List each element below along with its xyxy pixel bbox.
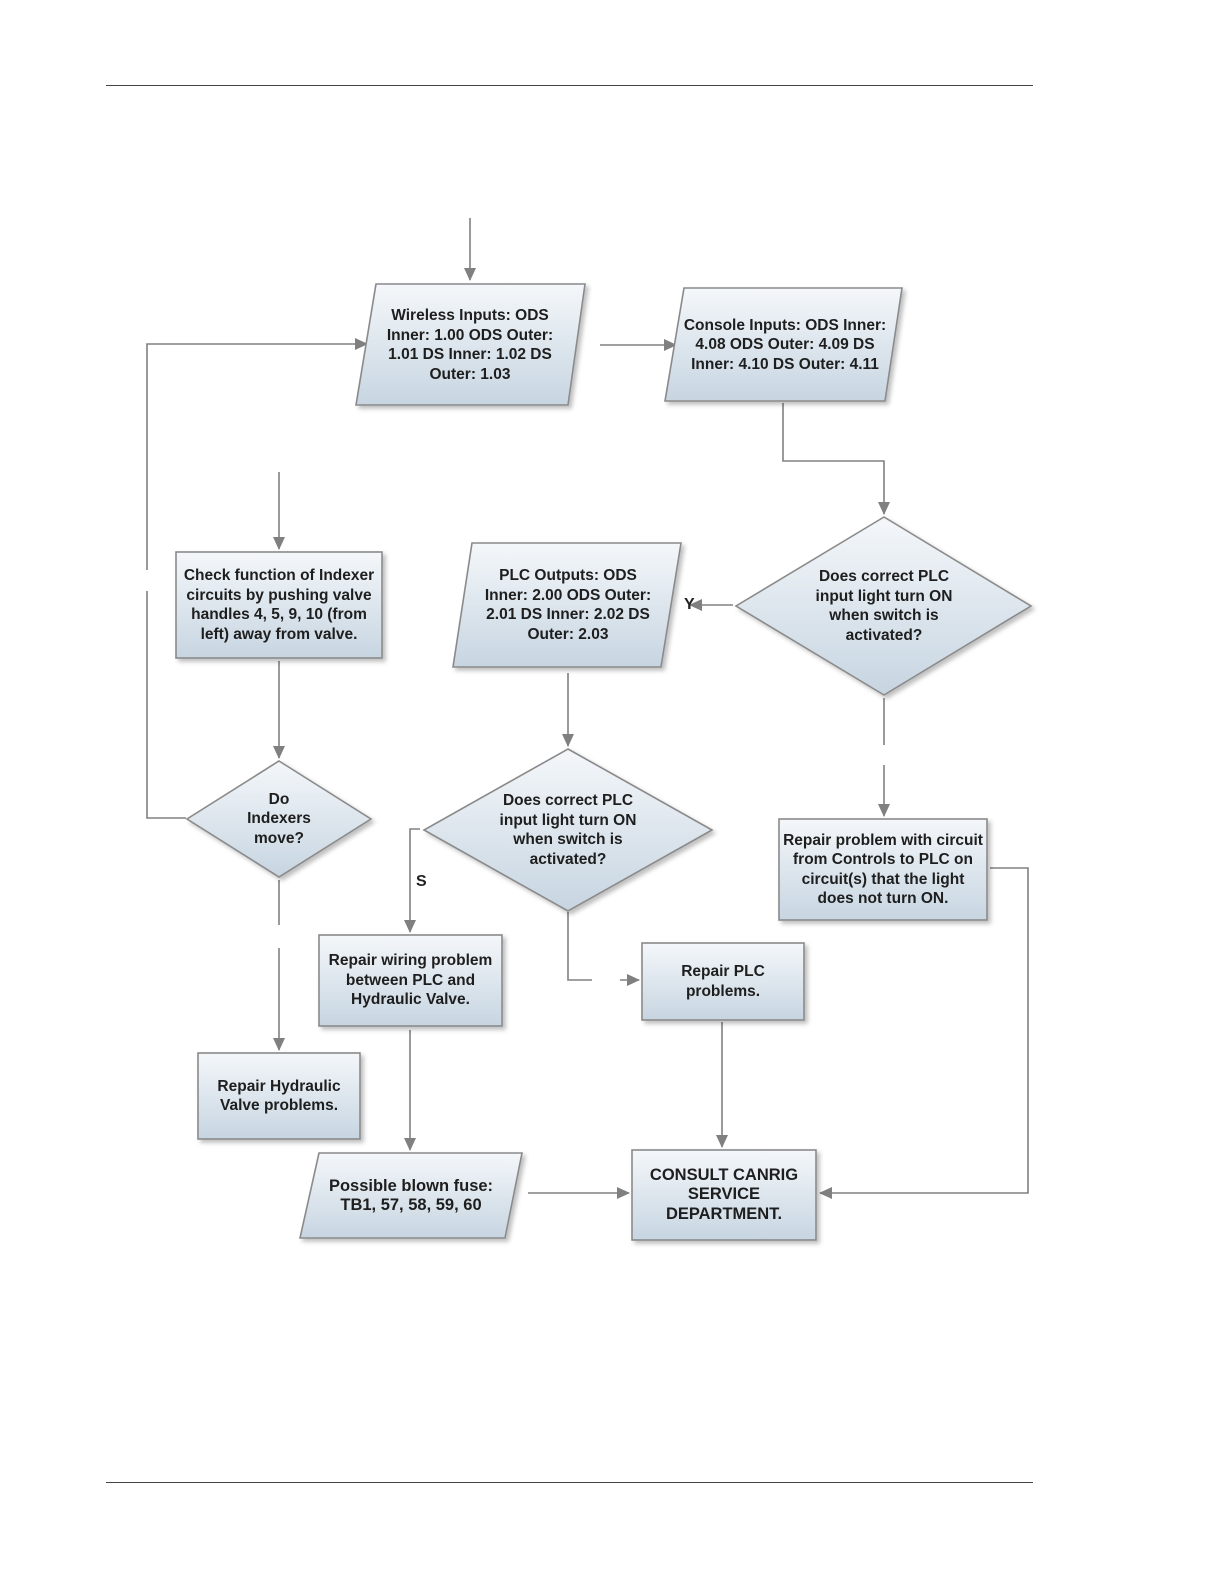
decision-input-light-middle-node: Does correct PLC input light turn ON whe…	[490, 790, 646, 870]
repair-plc-node: Repair PLC problems.	[665, 944, 781, 1019]
consult-canrig-shape	[631, 1149, 817, 1241]
plc-outputs-node: PLC Outputs: ODS Inner: 2.00 ODS Outer: …	[478, 556, 658, 654]
decision-input-light-right-text: Does correct PLC input light turn ON whe…	[815, 568, 953, 644]
possible-blown-fuse-shape	[299, 1152, 523, 1239]
check-indexer-node: Check function of Indexer circuits by pu…	[181, 553, 377, 657]
yes-mark: Y	[684, 596, 695, 613]
possible-blown-fuse-text: Possible blown fuse: TB1, 57, 58, 59, 60	[328, 1176, 494, 1215]
decision-input-light-right-node: Does correct PLC input light turn ON whe…	[800, 557, 968, 655]
repair-wiring-shape	[318, 934, 503, 1027]
repair-hydraulic-valve-text: Repair Hydraulic Valve problems.	[217, 1077, 341, 1115]
edge-loop-to-wireless	[146, 338, 368, 570]
repair-controls-circuit-node: Repair problem with circuit from Control…	[782, 820, 984, 919]
decision-input-light-middle-text: Does correct PLC input light turn ON whe…	[499, 792, 637, 868]
consult-canrig-text: CONSULT CANRIG SERVICE DEPARTMENT.	[649, 1165, 799, 1223]
wireless-inputs-shape	[355, 283, 586, 406]
repair-plc-shape	[641, 942, 805, 1021]
console-inputs-shape	[664, 287, 903, 402]
possible-blown-fuse-node: Possible blown fuse: TB1, 57, 58, 59, 60	[322, 1160, 500, 1232]
console-inputs-node: Console Inputs: ODS Inner: 4.08 ODS Oute…	[680, 296, 890, 394]
repair-wiring-node: Repair wiring problem between PLC and Hy…	[322, 936, 499, 1025]
repair-controls-circuit-text: Repair problem with circuit from Control…	[783, 831, 983, 908]
wireless-inputs-text: Wireless Inputs: ODS Inner: 1.00 ODS Out…	[386, 307, 554, 383]
header-rule	[106, 85, 1033, 86]
edge-indexers-loop-back	[146, 591, 186, 819]
edge-console-to-decision-right	[782, 403, 890, 515]
s-mark: S	[416, 873, 427, 890]
repair-hydraulic-valve-node: Repair Hydraulic Valve problems.	[204, 1054, 354, 1138]
check-indexer-shape	[175, 551, 383, 659]
repair-plc-text: Repair PLC problems.	[681, 963, 765, 1000]
decision-indexers-move-text: Do Indexers move?	[247, 790, 311, 847]
wireless-inputs-node: Wireless Inputs: ODS Inner: 1.00 ODS Out…	[370, 296, 570, 394]
connectors	[146, 218, 1029, 1199]
decision-indexers-move-shape	[185, 760, 373, 878]
decision-indexers-move-node: Do Indexers move?	[236, 788, 322, 850]
repair-hydraulic-valve-shape	[197, 1052, 361, 1140]
shapes	[175, 283, 1033, 1241]
edge-decision-mid-to-wiring	[404, 828, 420, 933]
repair-wiring-text: Repair wiring problem between PLC and Hy…	[328, 952, 493, 1009]
check-indexer-text: Check function of Indexer circuits by pu…	[183, 567, 375, 643]
plc-outputs-text: PLC Outputs: ODS Inner: 2.00 ODS Outer: …	[484, 567, 652, 643]
footer-rule	[106, 1482, 1033, 1483]
decision-input-light-right-shape	[734, 516, 1033, 696]
plc-outputs-shape	[452, 542, 682, 668]
repair-controls-circuit-shape	[778, 818, 988, 921]
edge-controls-to-consult	[819, 867, 1029, 1199]
consult-canrig-node: CONSULT CANRIG SERVICE DEPARTMENT.	[640, 1152, 808, 1238]
edge-decision-mid-to-repair-plc	[567, 912, 592, 981]
decision-input-light-middle-shape	[422, 748, 714, 912]
console-inputs-text: Console Inputs: ODS Inner: 4.08 ODS Oute…	[683, 316, 887, 373]
